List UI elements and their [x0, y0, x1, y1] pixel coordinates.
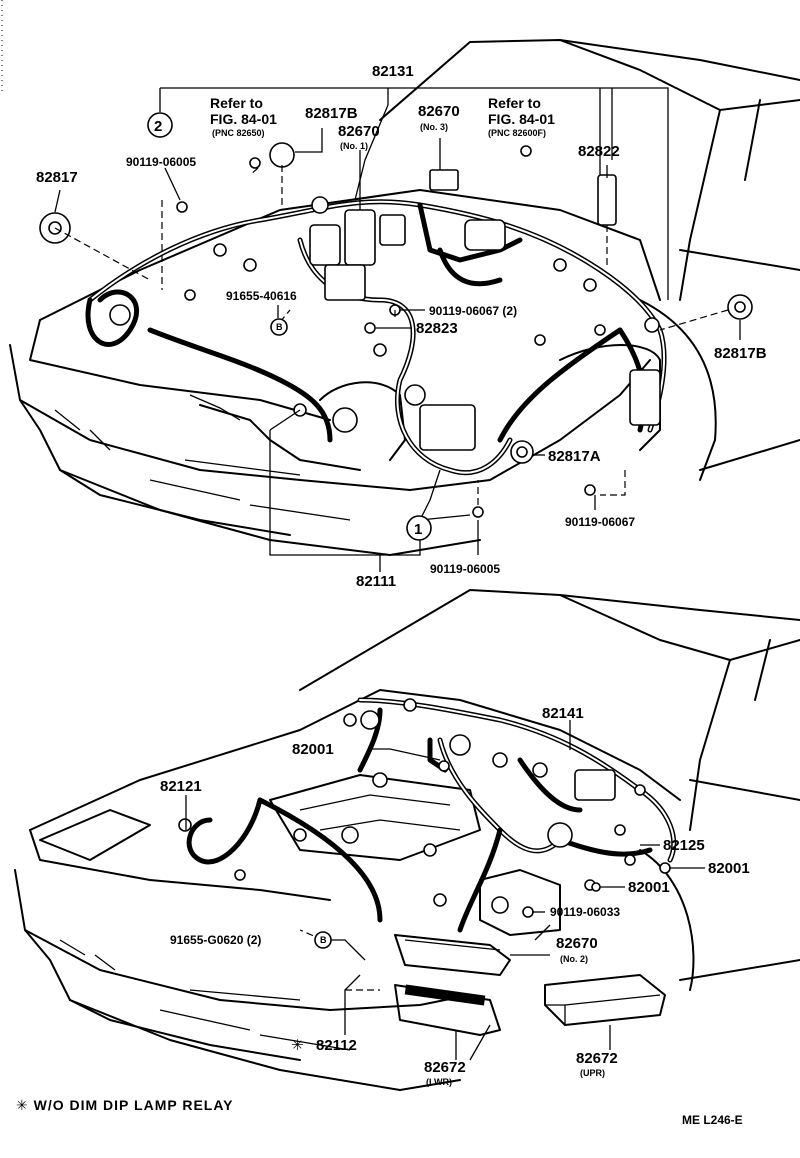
callout-b-top-text: B — [276, 322, 283, 332]
refer-a-line1: Refer to — [210, 95, 263, 111]
callout-2-circle — [147, 112, 173, 138]
connector-82001-a-icon — [438, 760, 450, 772]
refer-a-pnc: (PNC 82650) — [212, 128, 265, 138]
bolt-90119-06005-b-icon — [472, 506, 484, 518]
clip-82823-icon — [364, 322, 376, 334]
connector-82001-b-icon — [659, 862, 671, 874]
label-82112: 82112 — [316, 1037, 357, 1054]
refer-b-pnc: (PNC 82600F) — [488, 128, 546, 138]
label-82121: 82121 — [160, 778, 202, 795]
label-82817B-right: 82817B — [714, 345, 767, 362]
bolt-82600F-icon — [520, 145, 532, 157]
label-82817B-top: 82817B — [305, 105, 358, 122]
label-82672-lwr: 82672 — [424, 1059, 466, 1076]
relay-82822-icon — [597, 174, 617, 226]
label-82670-no2: 82670 — [556, 935, 598, 952]
label-82672-upr: 82672 — [576, 1050, 618, 1067]
bottom-view: 82141 82001 82121 82125 82001 82001 9011… — [14, 589, 800, 1091]
label-82670-no1: 82670 — [338, 123, 380, 140]
callout-2-text: 2 — [154, 118, 162, 135]
label-90119-06067-2: 90119-06067 (2) — [429, 304, 517, 318]
label-82111: 82111 — [356, 573, 396, 590]
label-82670-no1-sub: (No. 1) — [340, 141, 368, 151]
label-82817: 82817 — [36, 169, 78, 186]
label-82823: 82823 — [416, 320, 458, 337]
label-90119-06033: 90119-06033 — [550, 905, 620, 919]
label-82817A: 82817A — [548, 448, 601, 465]
label-82670-no3-sub: (No. 3) — [420, 122, 448, 132]
bolt-90119-06033-icon — [522, 906, 534, 918]
callout-b-bottom-text: B — [320, 935, 327, 945]
refer-b-line2: FIG. 84-01 — [488, 111, 555, 127]
bolt-90119-06067-b-icon — [584, 484, 596, 496]
label-82001-c: 82001 — [628, 879, 670, 896]
footer-note: ✳ W/O DIM DIP LAMP RELAY — [16, 1097, 234, 1113]
callout-b-top-circle — [270, 318, 288, 336]
refer-a-line2: FIG. 84-01 — [210, 111, 277, 127]
label-90119-06005-a: 90119-06005 — [126, 155, 196, 169]
star-mark-82112: ✳ — [291, 1037, 304, 1054]
label-90119-06067: 90119-06067 — [565, 515, 635, 529]
callout-1-circle — [406, 515, 432, 541]
label-82672-lwr-sub: (LWR) — [426, 1077, 452, 1087]
label-82001-a: 82001 — [292, 741, 334, 758]
connector-82001-c-icon — [591, 882, 601, 892]
bolt-82650-icon — [249, 157, 261, 169]
bolt-90119-06005-icon — [176, 201, 188, 213]
label-91655-G0620: 91655-G0620 (2) — [170, 933, 261, 947]
label-82125: 82125 — [663, 837, 705, 854]
diagram-code: ME L246-E — [682, 1113, 743, 1127]
label-82141: 82141 — [542, 705, 584, 722]
label-82822: 82822 — [578, 143, 620, 160]
label-82670-no3: 82670 — [418, 103, 460, 120]
label-90119-06005-b: 90119-06005 — [430, 562, 500, 576]
label-82670-no2-sub: (No. 2) — [560, 954, 588, 964]
label-82672-upr-sub: (UPR) — [580, 1068, 605, 1078]
label-82001-b: 82001 — [708, 860, 750, 877]
callout-b-bottom-circle — [314, 931, 332, 949]
top-view: 82131 2 Refer to FIG. 84-01 (PNC 82650) … — [9, 39, 800, 590]
refer-b-line1: Refer to — [488, 95, 541, 111]
label-82131: 82131 — [372, 63, 414, 80]
callout-1-text: 1 — [414, 521, 422, 538]
grommet-82817B-icon — [269, 142, 295, 168]
fuse-block-upr-icon — [544, 974, 666, 1026]
label-91655-40616: 91655-40616 — [226, 289, 297, 303]
